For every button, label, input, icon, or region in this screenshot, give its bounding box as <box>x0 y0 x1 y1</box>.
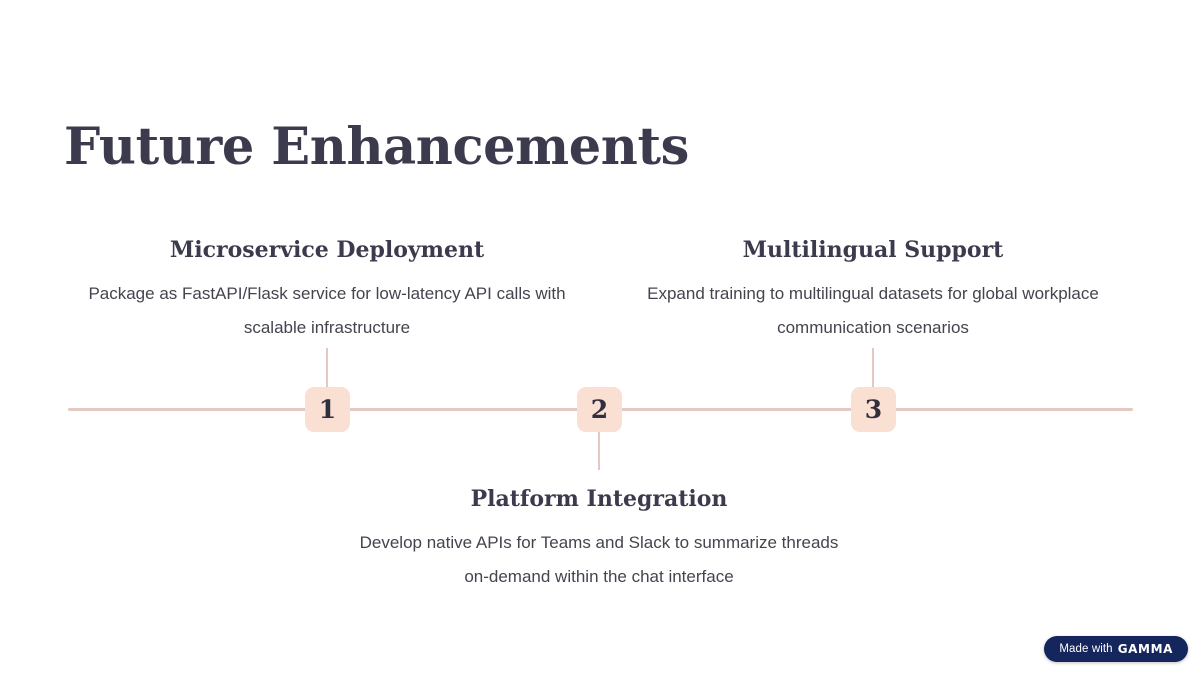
connector-stem-2 <box>598 431 600 470</box>
timeline-marker-3[interactable]: 3 <box>851 387 896 432</box>
timeline-item-3-description: Expand training to multilingual datasets… <box>647 283 1099 338</box>
timeline-marker-3-number: 3 <box>864 395 883 424</box>
gamma-wordmark-icon: GAMMA <box>1117 642 1173 656</box>
connector-stem-1 <box>326 348 328 389</box>
timeline-item-2-title: Platform Integration <box>470 486 728 512</box>
timeline-item-2-description: Develop native APIs for Teams and Slack … <box>359 532 839 587</box>
connector-stem-3 <box>872 348 874 389</box>
timeline-marker-1-number: 1 <box>318 395 337 424</box>
timeline-marker-1[interactable]: 1 <box>305 387 350 432</box>
timeline-item-1-description: Package as FastAPI/Flask service for low… <box>88 283 566 338</box>
timeline-marker-2-number: 2 <box>590 395 609 424</box>
timeline-item-1-title: Microservice Deployment <box>169 237 485 263</box>
timeline-item-3-title: Multilingual Support <box>742 237 1004 263</box>
badge-made-with-label: Made with <box>1059 643 1113 655</box>
timeline-marker-2[interactable]: 2 <box>577 387 622 432</box>
timeline-item-2: Platform Integration Develop native APIs… <box>349 485 849 595</box>
timeline-item-3: Multilingual Support Expand training to … <box>625 236 1121 346</box>
timeline-item-1: Microservice Deployment Package as FastA… <box>57 236 597 346</box>
made-with-gamma-badge[interactable]: Made with GAMMA <box>1044 636 1188 662</box>
page-title: Future Enhancements <box>64 117 689 178</box>
